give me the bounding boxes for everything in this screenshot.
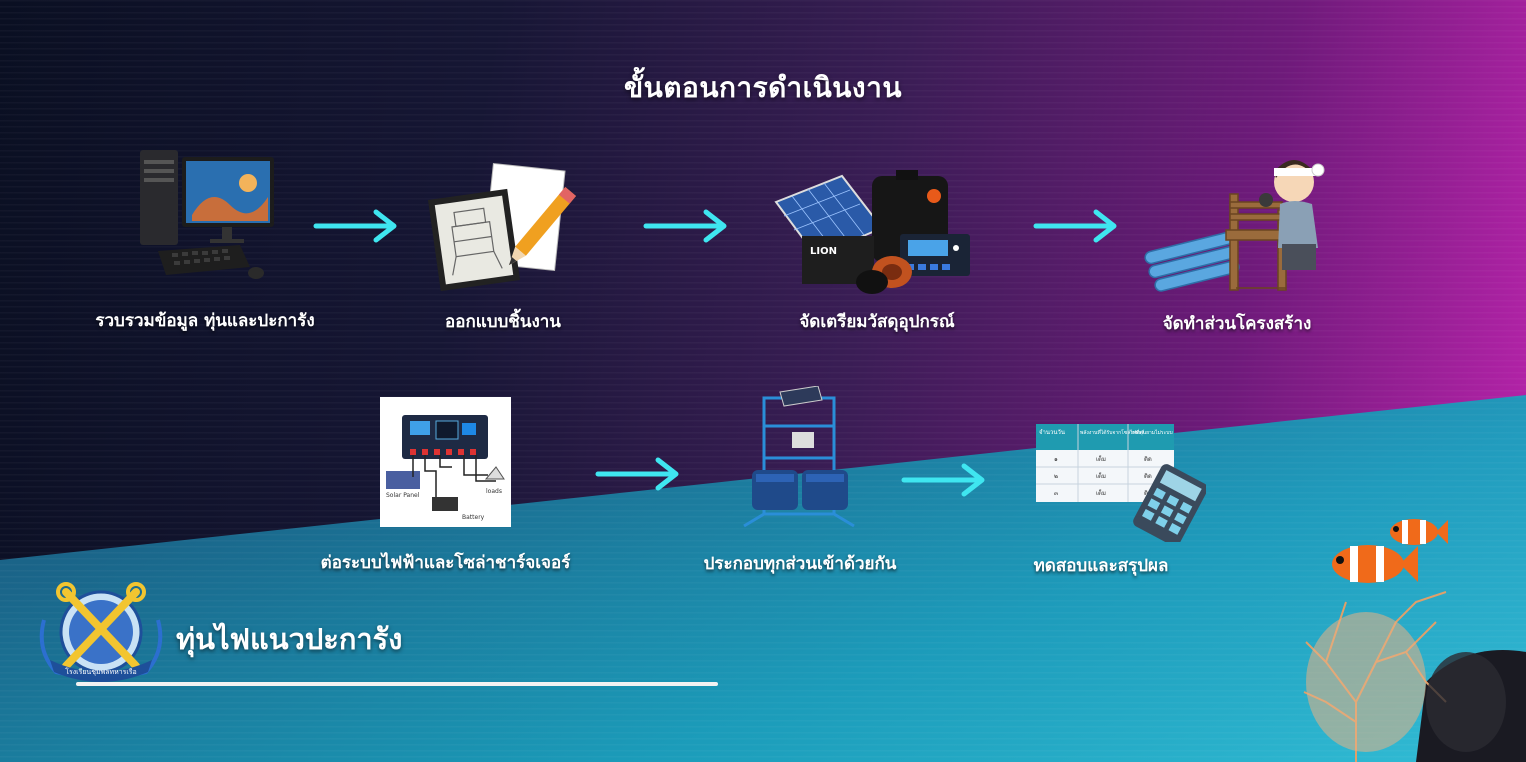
battery-text: Battery xyxy=(462,514,485,521)
sketch-pencil-icon xyxy=(427,162,577,292)
solar-wiring-icon: Solar Panel Battery loads xyxy=(380,397,511,527)
step-7-label: ทดสอบและสรุปผล xyxy=(1033,556,1169,576)
table-header-1: จำนวนวัน xyxy=(1039,429,1065,436)
step-4-label: จัดทำส่วนโครงสร้าง xyxy=(1162,314,1312,334)
solar-panel-text: Solar Panel xyxy=(386,492,420,499)
project-title: ทุ่นไฟแนวปะการัง xyxy=(176,622,403,656)
arrow-right-icon xyxy=(313,209,397,243)
arrow-right-icon xyxy=(595,457,679,491)
school-logo: โรงเรียนชุมพลทหารเรือ xyxy=(36,580,166,685)
materials-icon: LION xyxy=(774,170,970,294)
carpenter-icon xyxy=(1144,160,1325,292)
step-3: LION จัดเตรียมวัสดุอุปกรณ์ xyxy=(772,168,982,332)
table-cell: เต็ม xyxy=(1096,454,1106,463)
assembled-buoy-icon xyxy=(743,385,855,528)
logo-text: โรงเรียนชุมพลทหารเรือ xyxy=(65,667,137,676)
step-7: จำนวนวัน พลังงานที่ได้รับจากโซล่าเซลล์ ไ… xyxy=(1034,424,1208,576)
clownfish-icon xyxy=(1390,519,1448,545)
step-1: รวบรวมข้อมูล ทุ่นและปะการัง xyxy=(95,145,315,331)
coral-icon xyxy=(1303,591,1526,762)
table-cell: ๓ xyxy=(1054,490,1058,497)
page-title: ขั้นตอนการดำเนินงาน xyxy=(624,71,902,104)
table-cell: ๑ xyxy=(1054,456,1058,463)
step-2-label: ออกแบบชิ้นงาน xyxy=(445,312,561,332)
step-6: ประกอบทุกส่วนเข้าด้วยกัน xyxy=(704,385,896,574)
anchor-emblem-icon: โรงเรียนชุมพลทหารเรือ xyxy=(39,582,163,682)
step-3-label: จัดเตรียมวัสดุอุปกรณ์ xyxy=(799,312,955,332)
table-cell: ติด xyxy=(1144,456,1152,463)
clownfish-icon xyxy=(1332,545,1418,583)
table-header-3: ไฟที่ทุ่นยามไม่ระบบ xyxy=(1129,429,1173,436)
table-cell: ๒ xyxy=(1054,473,1058,480)
arrow-right-icon xyxy=(1033,209,1117,243)
computer-icon xyxy=(140,150,274,279)
table-cell: เต็ม xyxy=(1096,471,1106,480)
svg-text:LION: LION xyxy=(810,246,837,257)
loads-text: loads xyxy=(486,488,502,495)
table-calculator-icon: จำนวนวัน พลังงานที่ได้รับจากโซล่าเซลล์ ไ… xyxy=(1036,424,1208,547)
step-5-label: ต่อระบบไฟฟ้าและโซล่าชาร์จเจอร์ xyxy=(320,553,571,573)
step-2: ออกแบบชิ้นงาน xyxy=(427,162,578,332)
footer-divider xyxy=(76,682,718,686)
table-cell: ติด xyxy=(1144,473,1152,480)
step-1-label: รวบรวมข้อมูล ทุ่นและปะการัง xyxy=(95,311,315,331)
table-header-2: พลังงานที่ได้รับจากโซล่าเซลล์ xyxy=(1080,429,1144,436)
step-4: จัดทำส่วนโครงสร้าง xyxy=(1142,148,1332,334)
step-5: Solar Panel Battery loads ต่อระบบไฟฟ้าแล… xyxy=(321,397,570,573)
arrow-right-icon xyxy=(901,463,985,497)
step-6-label: ประกอบทุกส่วนเข้าด้วยกัน xyxy=(703,554,897,574)
table-cell: เต็ม xyxy=(1096,488,1106,497)
arrow-right-icon xyxy=(643,209,727,243)
